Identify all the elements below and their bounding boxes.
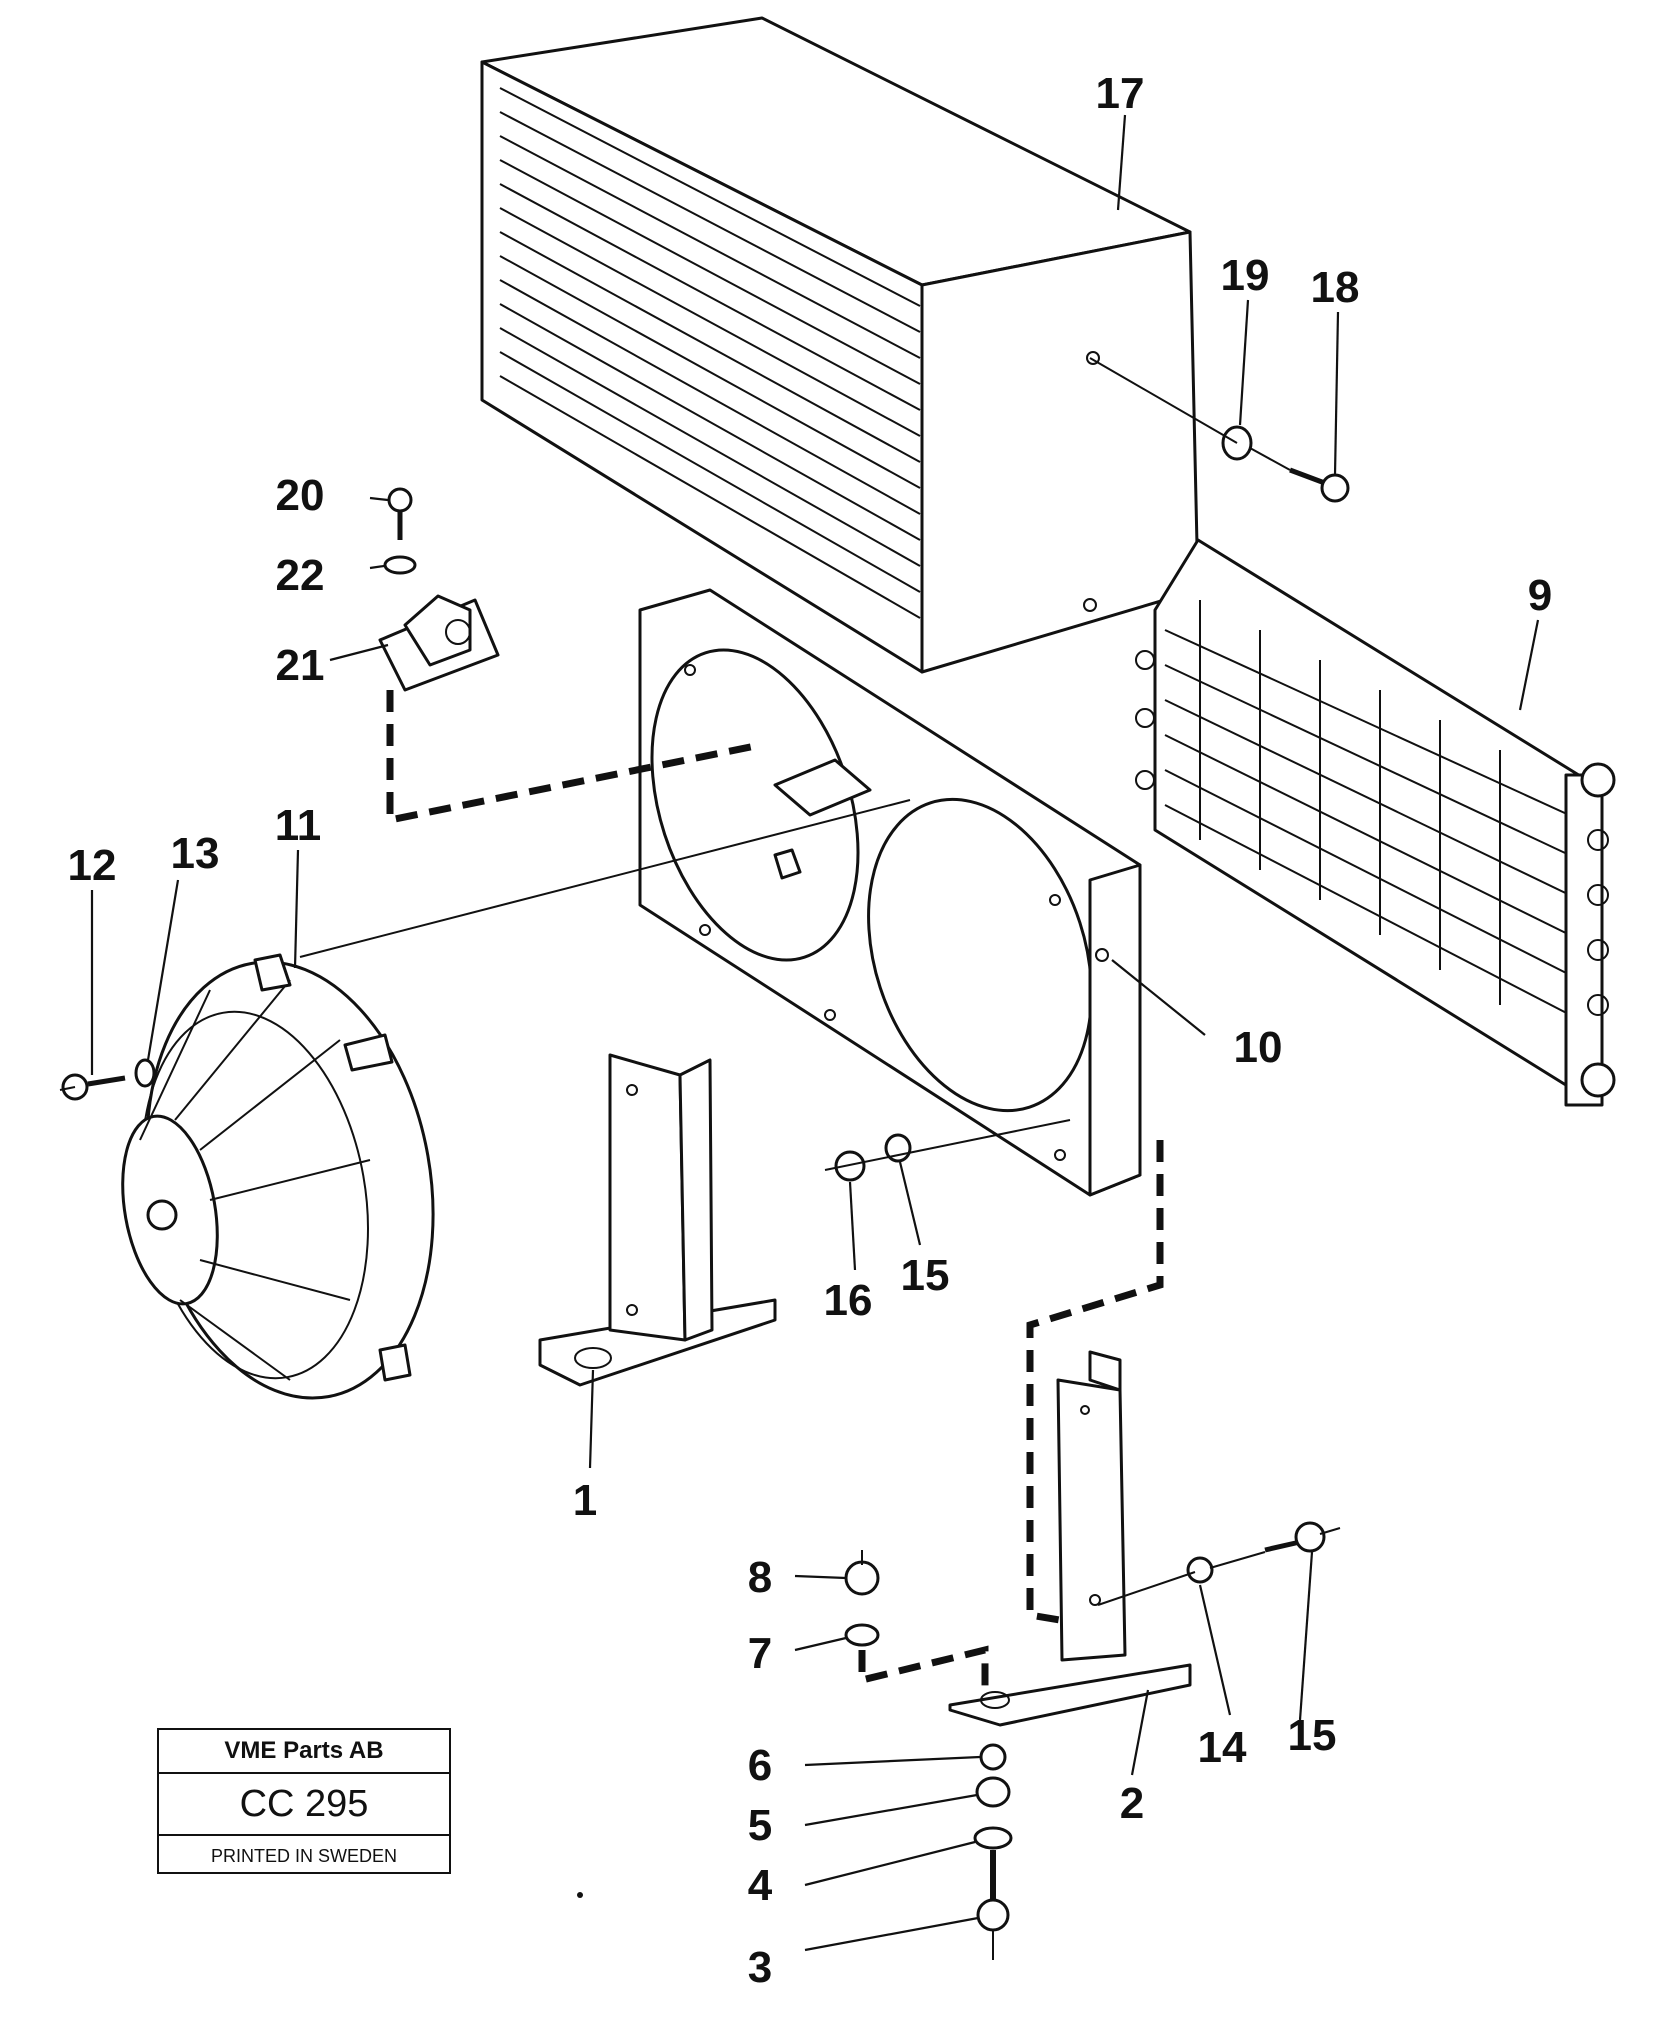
callout-11: 11 (275, 801, 322, 850)
assembly-path-7-to-2 (858, 1645, 989, 1690)
part-9-heater-core (1135, 538, 1616, 1107)
callout-20: 21 (276, 641, 325, 690)
part-17-housing (480, 16, 1200, 674)
callout-9: 9 (1528, 571, 1552, 620)
part-3-bolt (976, 1850, 1010, 1932)
leader-lines (90, 114, 1540, 1952)
part-15-washer-lower (1186, 1556, 1214, 1584)
assembly-path-10-to-2 (1026, 1140, 1164, 1624)
drawing-number: CC 295 (159, 1774, 449, 1836)
part-8-nut (844, 1560, 880, 1596)
part-21-screw (387, 487, 413, 540)
callout-22: 22 (276, 551, 325, 600)
callout-8: 8 (748, 1553, 772, 1602)
part-7-washer (844, 1623, 880, 1647)
part-22-washer (383, 555, 417, 575)
part-14-bolt (1264, 1521, 1326, 1553)
part-20-mount (378, 594, 500, 692)
callout-7: 7 (748, 1629, 772, 1678)
part-5-bushing (975, 1776, 1011, 1808)
part-18-bolt (1289, 467, 1350, 503)
part-10-fan-shroud (638, 588, 1142, 1197)
company-name: VME Parts AB (159, 1730, 449, 1774)
part-16-nut (834, 1150, 866, 1182)
callout-1: 1 (573, 1476, 597, 1525)
callout-6: 6 (748, 1741, 772, 1790)
callout-15-upper: 15 (901, 1251, 950, 1300)
callout-19: 19 (1221, 251, 1270, 300)
part-1-bracket (538, 1053, 777, 1387)
callout-17: 17 (1096, 69, 1145, 118)
assembly-path-20-to-10 (386, 690, 761, 825)
callout-16: 16 (824, 1276, 873, 1325)
part-13-washer (134, 1058, 156, 1088)
callout-12: 12 (68, 841, 117, 890)
callout-labels: 17 19 18 20 22 21 9 12 13 11 10 16 15 1 … (68, 69, 1553, 1992)
callout-2: 2 (1120, 1779, 1144, 1828)
axis-lines (59, 357, 1341, 1960)
callout-13: 13 (171, 829, 220, 878)
part-2-bracket (948, 1350, 1192, 1727)
callout-4: 4 (748, 1861, 773, 1910)
callout-10: 10 (1234, 1023, 1283, 1072)
callout-14: 15 (1288, 1711, 1337, 1760)
callout-15-lower: 14 (1198, 1723, 1247, 1772)
part-6-sleeve (979, 1743, 1007, 1771)
callout-5: 5 (748, 1801, 772, 1850)
part-11-fan (121, 953, 435, 1400)
title-block: VME Parts AB CC 295 PRINTED IN SWEDEN (157, 1728, 451, 1874)
callout-3: 3 (748, 1943, 772, 1992)
print-speck (577, 1892, 583, 1898)
callout-18: 18 (1311, 263, 1360, 312)
part-4-washer (973, 1826, 1013, 1850)
print-note: PRINTED IN SWEDEN (210, 1845, 397, 1866)
callout-21: 20 (276, 471, 325, 520)
